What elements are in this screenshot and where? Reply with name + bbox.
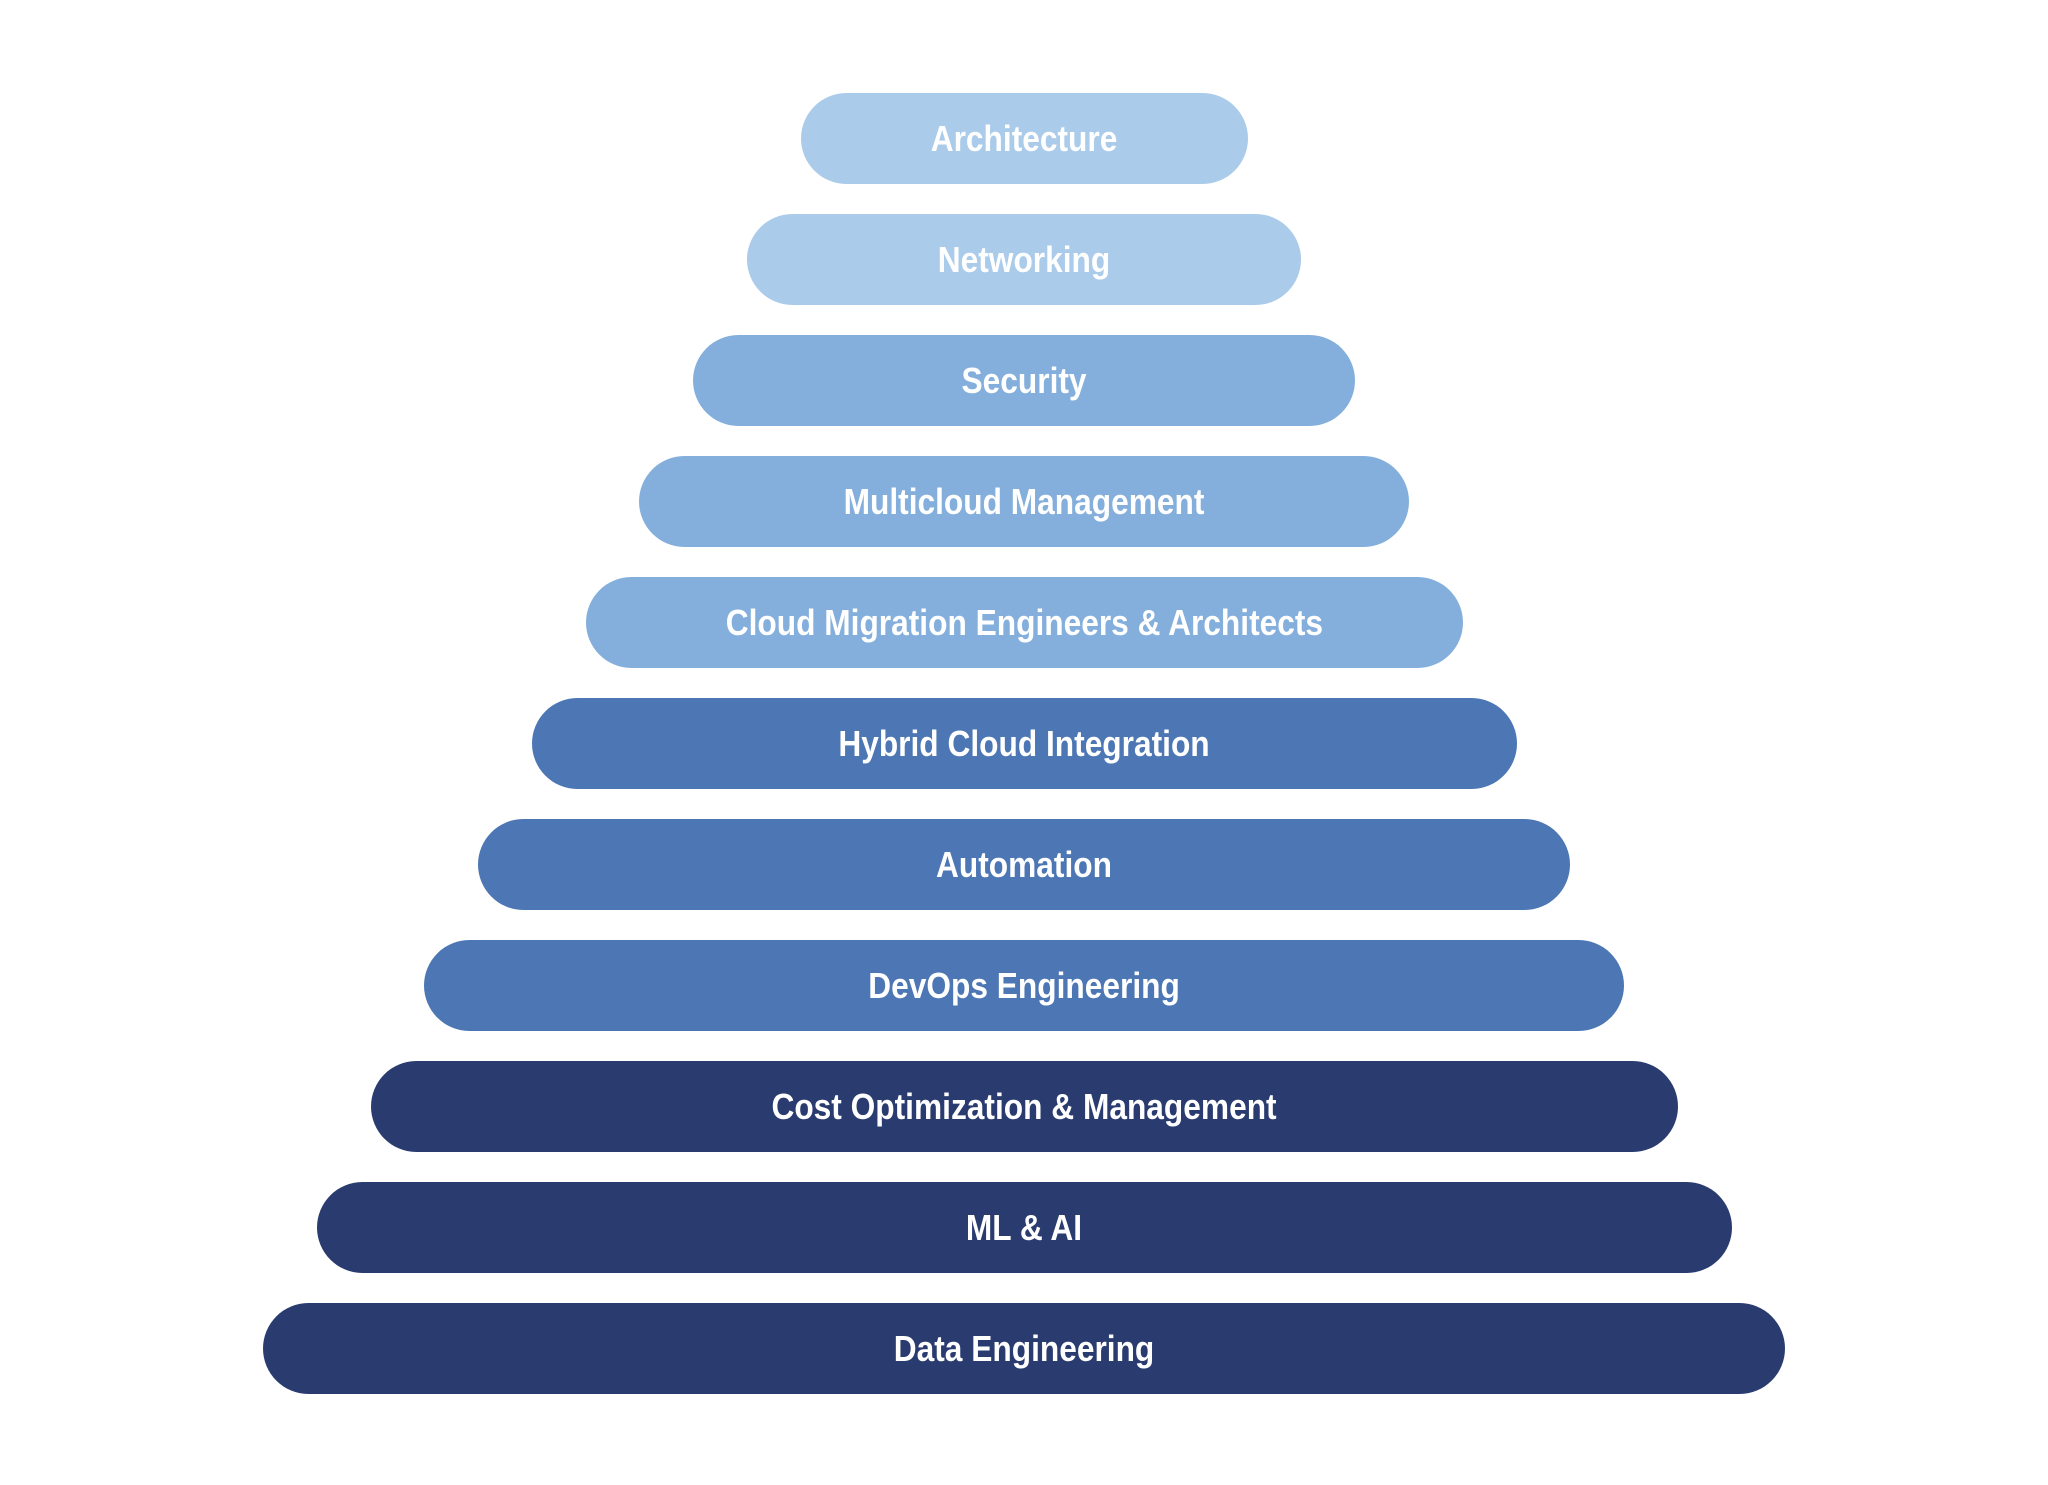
- pyramid-level-multicloud-management: Multicloud Management: [639, 456, 1409, 547]
- pyramid-level-cost-optimization-management: Cost Optimization & Management: [370, 1061, 1678, 1152]
- pyramid-level-label-ml-ai: ML & AI: [965, 1206, 1083, 1248]
- pyramid-level-security: Security: [693, 335, 1355, 426]
- pyramid-level-label-architecture: Architecture: [930, 117, 1118, 159]
- pyramid-level-networking: Networking: [747, 214, 1301, 305]
- pyramid-level-label-devops-engineering: DevOps Engineering: [868, 964, 1180, 1006]
- pyramid-level-architecture: Architecture: [800, 93, 1248, 184]
- pyramid-level-ml-ai: ML & AI: [316, 1182, 1732, 1273]
- pyramid-level-label-networking: Networking: [937, 238, 1111, 280]
- pyramid-level-cloud-migration-engineers-architects: Cloud Migration Engineers & Architects: [585, 577, 1463, 668]
- pyramid-level-label-data-engineering: Data Engineering: [893, 1327, 1155, 1369]
- pyramid: Architecture Networking Security Multicl…: [0, 93, 2048, 1394]
- pyramid-level-devops-engineering: DevOps Engineering: [424, 940, 1624, 1031]
- pyramid-level-label-cost-optimization-management: Cost Optimization & Management: [771, 1085, 1277, 1127]
- pyramid-level-label-multicloud-management: Multicloud Management: [843, 480, 1205, 522]
- pyramid-level-automation: Automation: [478, 819, 1570, 910]
- pyramid-level-data-engineering: Data Engineering: [263, 1303, 1785, 1394]
- pyramid-level-label-security: Security: [961, 359, 1087, 401]
- pyramid-level-label-hybrid-cloud-integration: Hybrid Cloud Integration: [838, 722, 1210, 764]
- pyramid-level-label-automation: Automation: [936, 843, 1112, 885]
- pyramid-level-label-cloud-migration-engineers-architects: Cloud Migration Engineers & Architects: [725, 601, 1323, 643]
- pyramid-level-hybrid-cloud-integration: Hybrid Cloud Integration: [531, 698, 1517, 789]
